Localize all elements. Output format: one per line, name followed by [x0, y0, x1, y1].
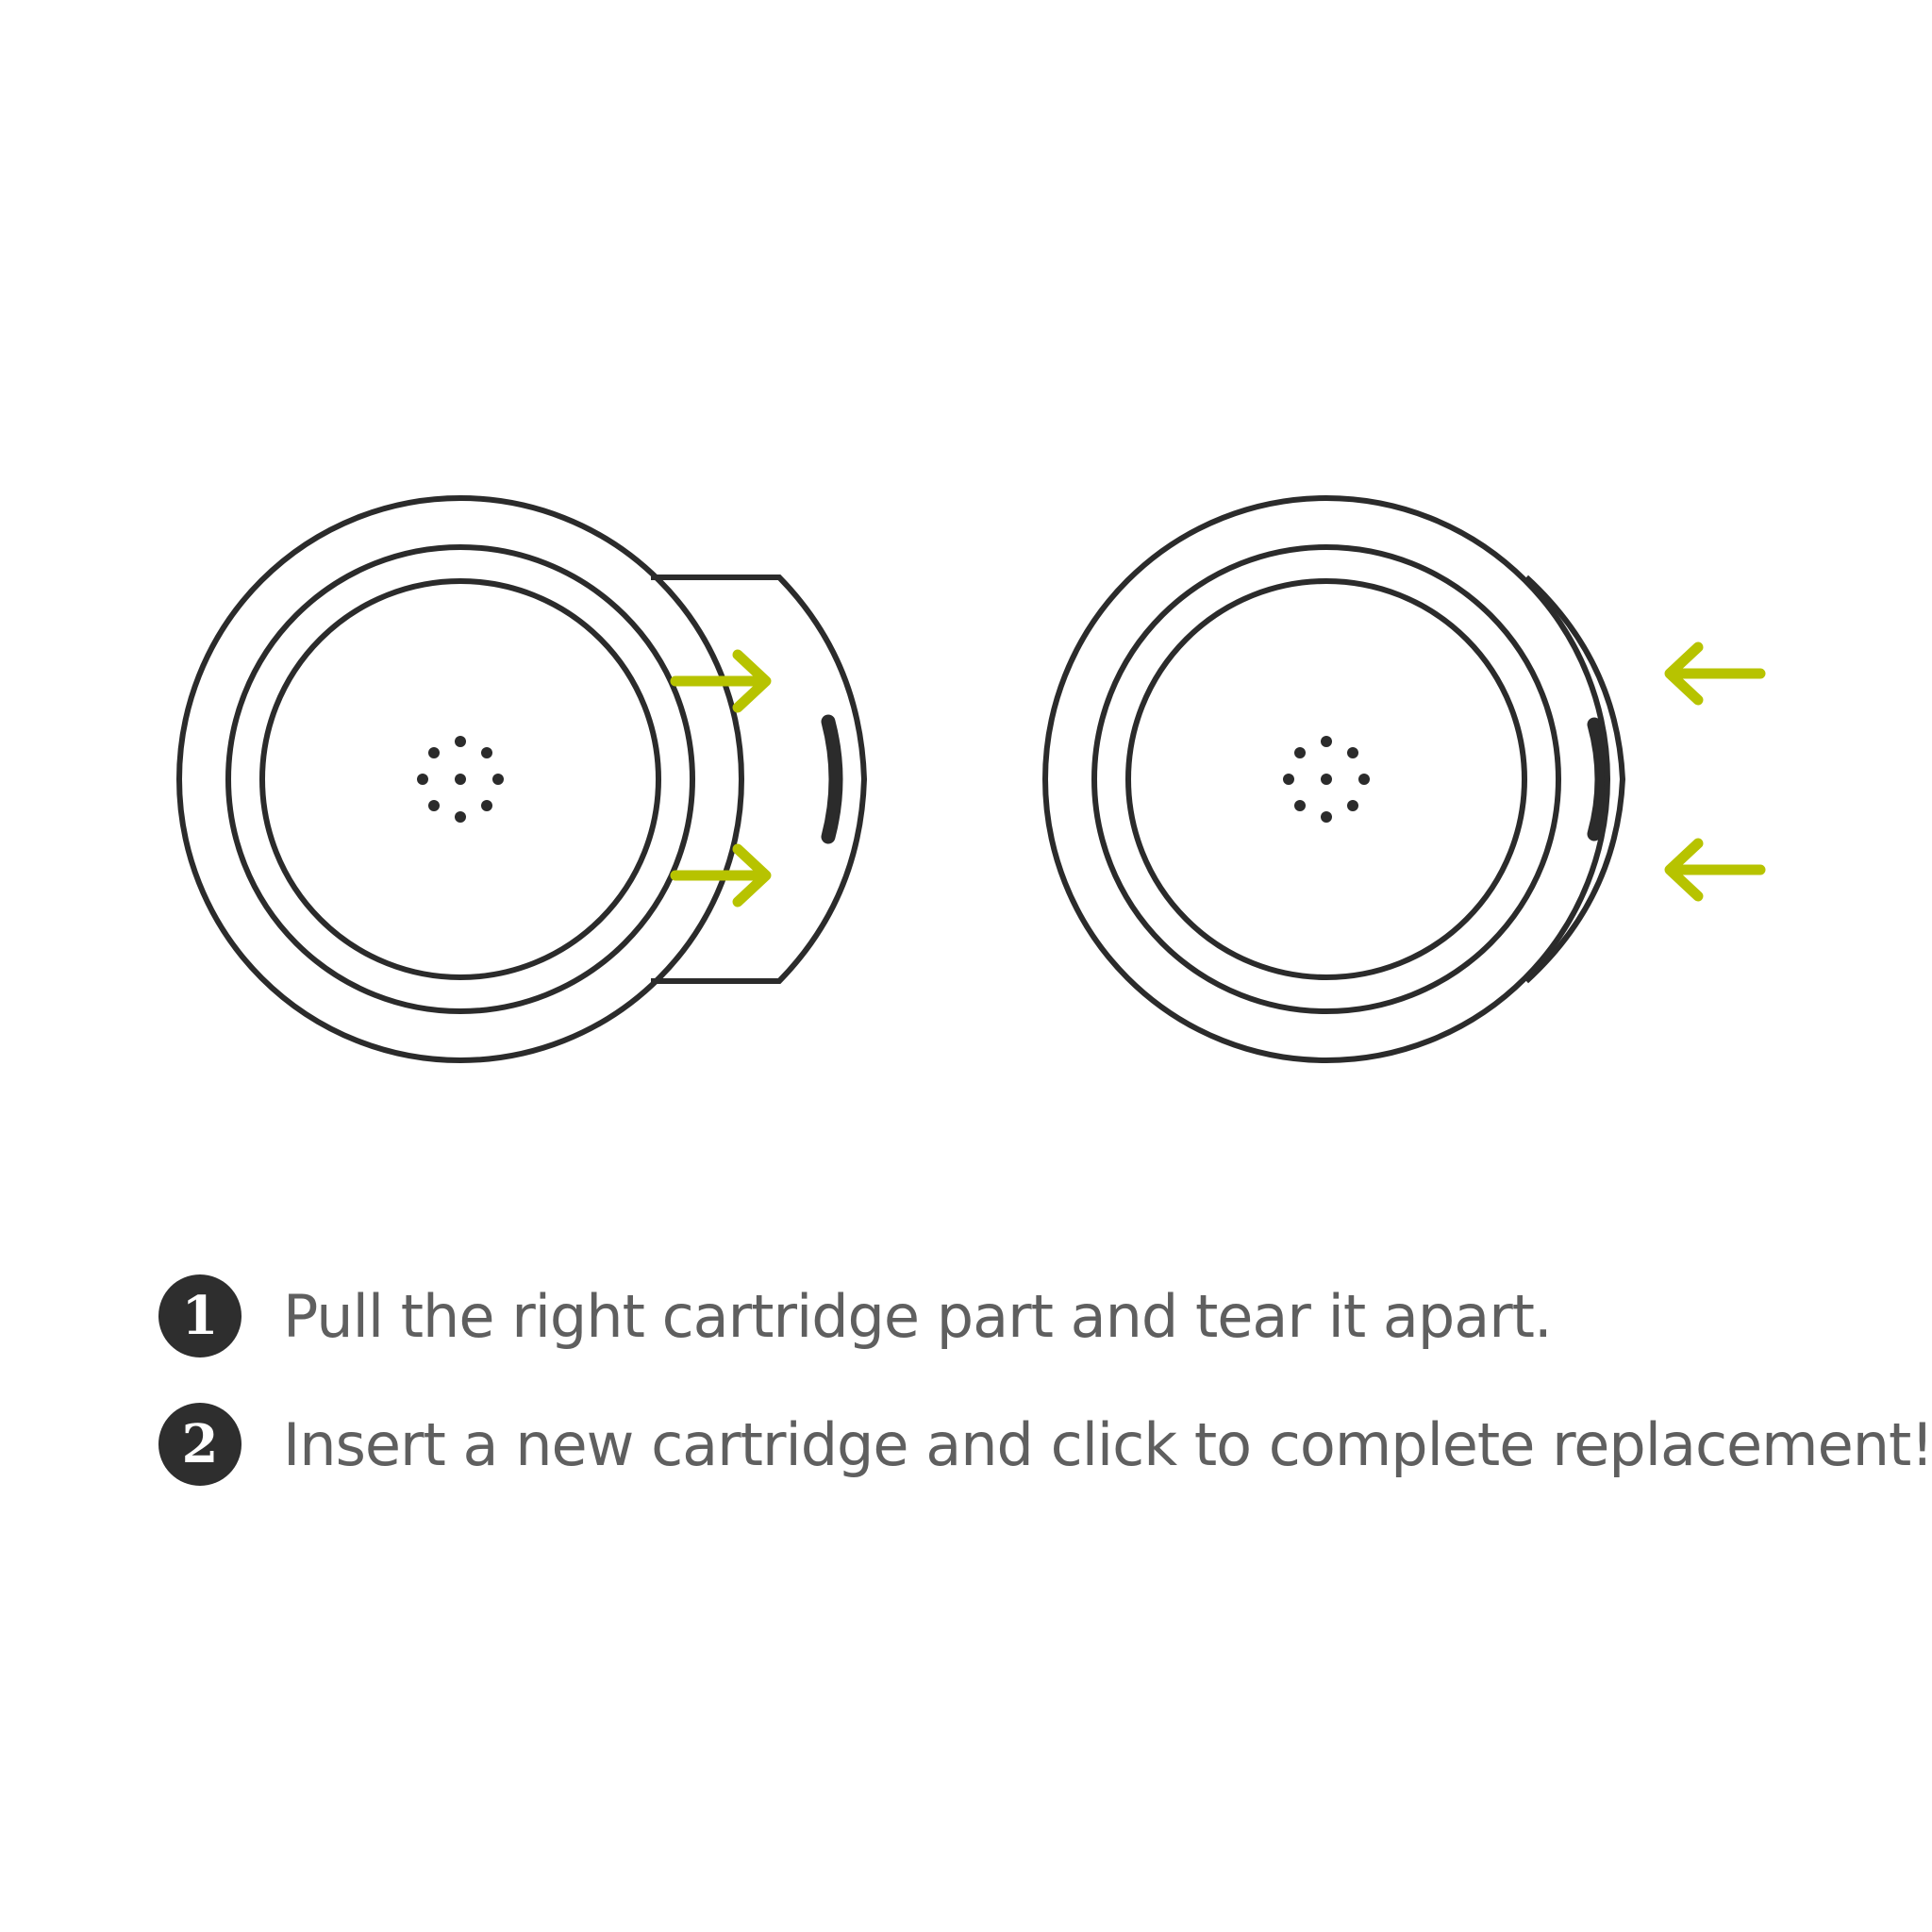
- step-1-number-badge: 1: [158, 1274, 242, 1357]
- step-1: 1 Pull the right cartridge part and tear…: [158, 1264, 1894, 1368]
- step-1-text: Pull the right cartridge part and tear i…: [283, 1281, 1553, 1351]
- device-middle-ring: [225, 544, 695, 1014]
- device-inner-ring: [259, 578, 661, 980]
- cartridge-grip: [1587, 717, 1609, 841]
- instruction-steps: 1 Pull the right cartridge part and tear…: [158, 1264, 1932, 1521]
- vent-holes: [1283, 736, 1370, 823]
- arrow-right-icon: [670, 649, 772, 713]
- step-2-number-badge: 2: [158, 1403, 242, 1486]
- device-inner-ring: [1125, 578, 1527, 980]
- cartridge-tab-extended: [651, 575, 868, 984]
- arrow-right-icon: [670, 843, 772, 908]
- device-cartridge-inserted: [1042, 495, 1766, 1063]
- vent-holes: [417, 736, 504, 823]
- step-2-text: Insert a new cartridge and click to comp…: [283, 1409, 1932, 1479]
- device-outer-ring: [176, 495, 744, 1063]
- cartridge-grip: [821, 714, 843, 844]
- arrow-left-icon: [1664, 641, 1766, 706]
- device-cartridge-pulled: [176, 495, 868, 1063]
- device-outer-ring: [1042, 495, 1610, 1063]
- cartridge-tab-inserted: [1524, 575, 1626, 984]
- device-middle-ring: [1091, 544, 1561, 1014]
- step-2: 2 Insert a new cartridge and click to co…: [158, 1392, 1932, 1496]
- arrow-left-icon: [1664, 838, 1766, 902]
